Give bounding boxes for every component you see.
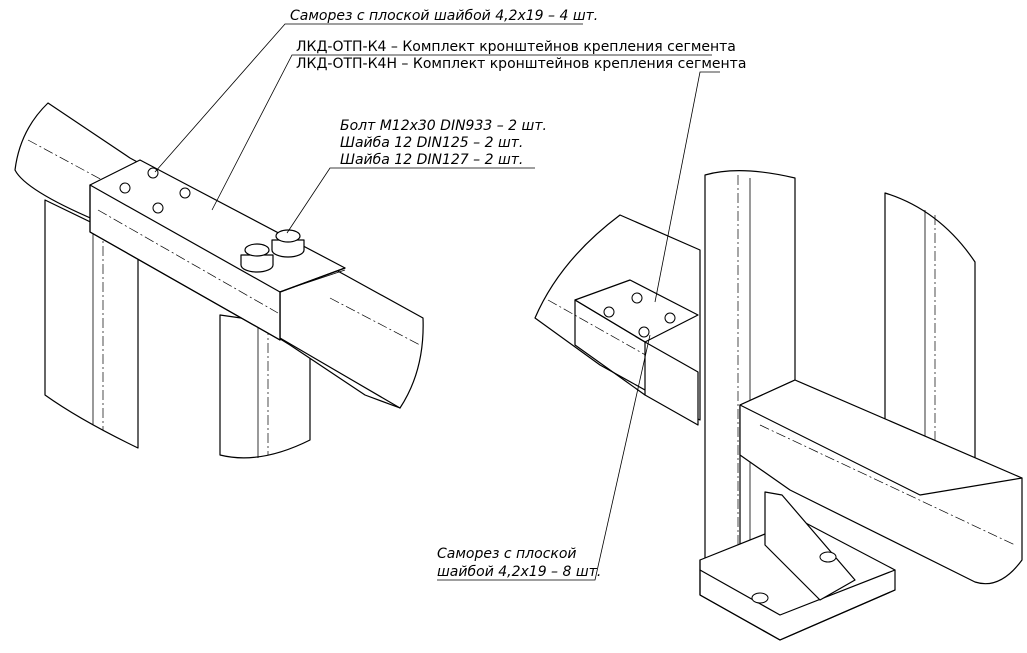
- screw-hole-icon: [179, 187, 191, 199]
- screw-hole-icon: [147, 167, 159, 179]
- callout-screw-bottom-line2: шайбой 4,2x19 – 8 шт.: [437, 564, 601, 580]
- right-assembly: [534, 170, 1023, 641]
- screw-hole-icon: [664, 312, 676, 324]
- callout-washer-125: Шайба 12 DIN125 – 2 шт.: [340, 135, 523, 151]
- callout-kit-k4: ЛКД-ОТП-К4 – Комплект кронштейнов крепле…: [296, 39, 736, 55]
- callout-screw-bottom-line1: Саморез с плоской: [437, 546, 577, 562]
- screw-hole-icon: [119, 182, 131, 194]
- screw-hole-icon: [603, 306, 615, 318]
- base-plate: [699, 491, 896, 641]
- callout-washer-127: Шайба 12 DIN127 – 2 шт.: [340, 152, 523, 168]
- anchor-hole-icon: [819, 551, 837, 563]
- callout-kit-k4n: ЛКД-ОТП-К4Н – Комплект кронштейнов крепл…: [296, 56, 746, 72]
- bolt-icon: [240, 229, 305, 273]
- left-sleeve: [89, 159, 346, 341]
- leader-lines: [154, 23, 720, 581]
- right-sleeve: [574, 279, 699, 426]
- left-post-1: [44, 199, 139, 449]
- callout-bolt: Болт M12x30 DIN933 – 2 шт.: [340, 118, 547, 134]
- screw-hole-icon: [638, 326, 650, 338]
- left-assembly: [14, 102, 424, 459]
- callout-screw-top: Саморез с плоской шайбой 4,2x19 – 4 шт.: [290, 8, 598, 24]
- screw-hole-icon: [631, 292, 643, 304]
- anchor-hole-icon: [751, 592, 769, 604]
- right-horizontal-pipe: [739, 379, 1023, 585]
- screw-hole-icon: [152, 202, 164, 214]
